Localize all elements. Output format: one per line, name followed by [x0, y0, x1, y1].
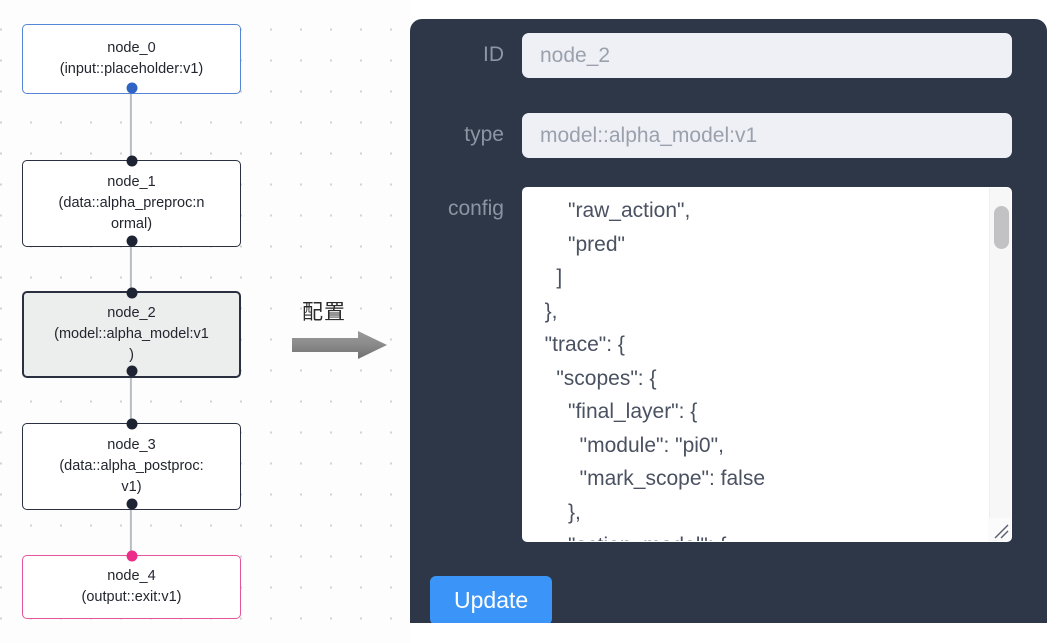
- node-title: node_2: [107, 305, 156, 321]
- graph-node-node_3[interactable]: node_3 (data::alpha_postproc: v1): [22, 418, 241, 510]
- type-field-label: type: [464, 123, 504, 146]
- node-title: node_4: [107, 568, 156, 584]
- edge-node2-node3: [129, 377, 133, 424]
- type-input[interactable]: model::alpha_model:v1: [522, 113, 1012, 158]
- edge-node1-node2: [129, 246, 133, 292]
- node-handle-target-node_4[interactable]: [126, 550, 137, 562]
- node-handle-target-node_3[interactable]: [126, 418, 137, 430]
- graph-node-node_1[interactable]: node_1 (data::alpha_preproc:n ormal): [22, 155, 241, 247]
- update-button[interactable]: Update: [430, 576, 553, 623]
- annotation-arrow-group: 配置: [292, 296, 396, 368]
- config-field-label: config: [447, 197, 504, 220]
- config-textarea[interactable]: "raw_action", "pred" ] }, "trace": { "sc…: [522, 187, 1012, 542]
- id-field-label: ID: [483, 43, 504, 66]
- id-input[interactable]: node_2: [522, 33, 1012, 78]
- node-handle-source-node_2[interactable]: [126, 365, 137, 376]
- field-row-config: config "raw_action", "pred" ] }, "trace"…: [410, 187, 1047, 542]
- node-title: node_3: [107, 437, 156, 453]
- config-textarea-content[interactable]: "raw_action", "pred" ] }, "trace": { "sc…: [544, 199, 765, 541]
- node-subtitle: (output::exit:v1): [81, 589, 182, 605]
- edge-node3-node4: [129, 509, 133, 556]
- edge-node0-node1: [129, 93, 133, 161]
- node-handle-target-node_2[interactable]: [126, 287, 137, 299]
- field-row-type: type model::alpha_model:v1: [410, 113, 1047, 158]
- node-handle-source-node_1[interactable]: [126, 235, 137, 246]
- config-scrollbar-thumb[interactable]: [994, 206, 1009, 249]
- node-subtitle: (model::alpha_model:v1 ): [54, 326, 209, 363]
- node-subtitle: (data::alpha_preproc:n ormal): [58, 195, 205, 232]
- graph-node-node_2[interactable]: node_2 (model::alpha_model:v1 ): [22, 287, 241, 378]
- node-title: node_0: [107, 40, 156, 56]
- node-subtitle: (data::alpha_postproc: v1): [59, 458, 204, 495]
- node-title: node_1: [107, 174, 156, 190]
- field-row-id: ID node_2: [410, 33, 1047, 78]
- node-handle-source-node_0[interactable]: [126, 82, 137, 93]
- config-scrollbar-track[interactable]: [989, 188, 1011, 541]
- annotation-label: 配置: [302, 300, 346, 324]
- graph-node-node_0[interactable]: node_0 (input::placeholder:v1): [22, 24, 241, 94]
- node-handle-target-node_1[interactable]: [126, 155, 137, 167]
- config-resize-handle[interactable]: [988, 518, 1010, 540]
- graph-canvas[interactable]: node_0 (input::placeholder:v1) node_1 (d…: [0, 0, 410, 643]
- node-subtitle: (input::placeholder:v1): [59, 61, 204, 77]
- node-config-panel: ID node_2 type model::alpha_model:v1 con…: [410, 19, 1047, 623]
- graph-node-node_4[interactable]: node_4 (output::exit:v1): [22, 550, 241, 619]
- node-handle-source-node_3[interactable]: [126, 498, 137, 509]
- arrow-right-icon: [292, 331, 387, 359]
